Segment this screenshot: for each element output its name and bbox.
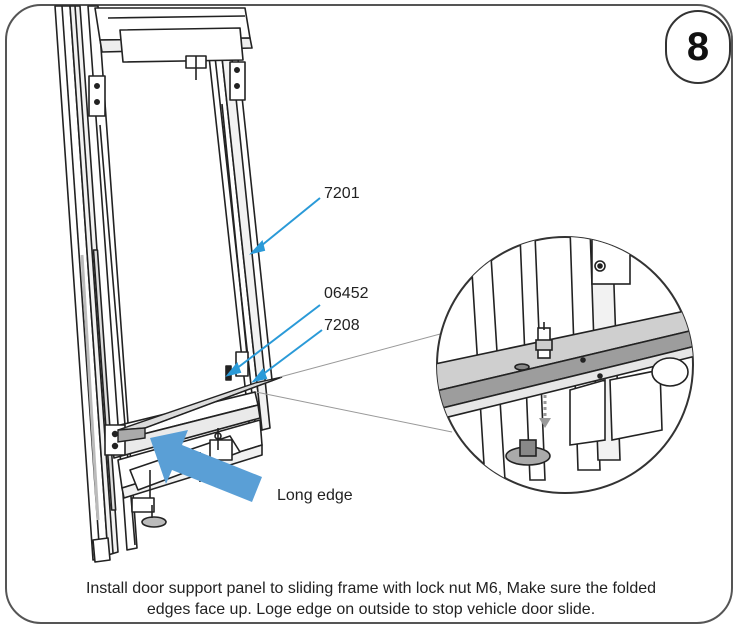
- step-number-badge: 8: [665, 10, 731, 84]
- callout-labels: 7201 06452 7208 Long edge: [277, 185, 369, 504]
- zoom-guide-lines: [255, 325, 471, 433]
- callout-label-7208: 7208: [324, 317, 360, 334]
- sliding-frame-drawing: [54, 5, 273, 563]
- long-edge-arrow: [150, 430, 262, 502]
- caption-line-2: edges face up. Loge edge on outside to s…: [146, 601, 596, 618]
- callout-lines: [225, 197, 323, 383]
- callout-label-long-edge: Long edge: [277, 487, 353, 504]
- instruction-caption: Install door support panel to sliding fr…: [20, 578, 722, 620]
- diagram-frame: [5, 4, 733, 624]
- callout-label-06452: 06452: [324, 285, 369, 302]
- callout-label-7201: 7201: [324, 185, 360, 202]
- door-support-panel: [117, 376, 283, 443]
- zoom-detail: [436, 236, 694, 494]
- caption-line-1: Install door support panel to sliding fr…: [85, 580, 657, 597]
